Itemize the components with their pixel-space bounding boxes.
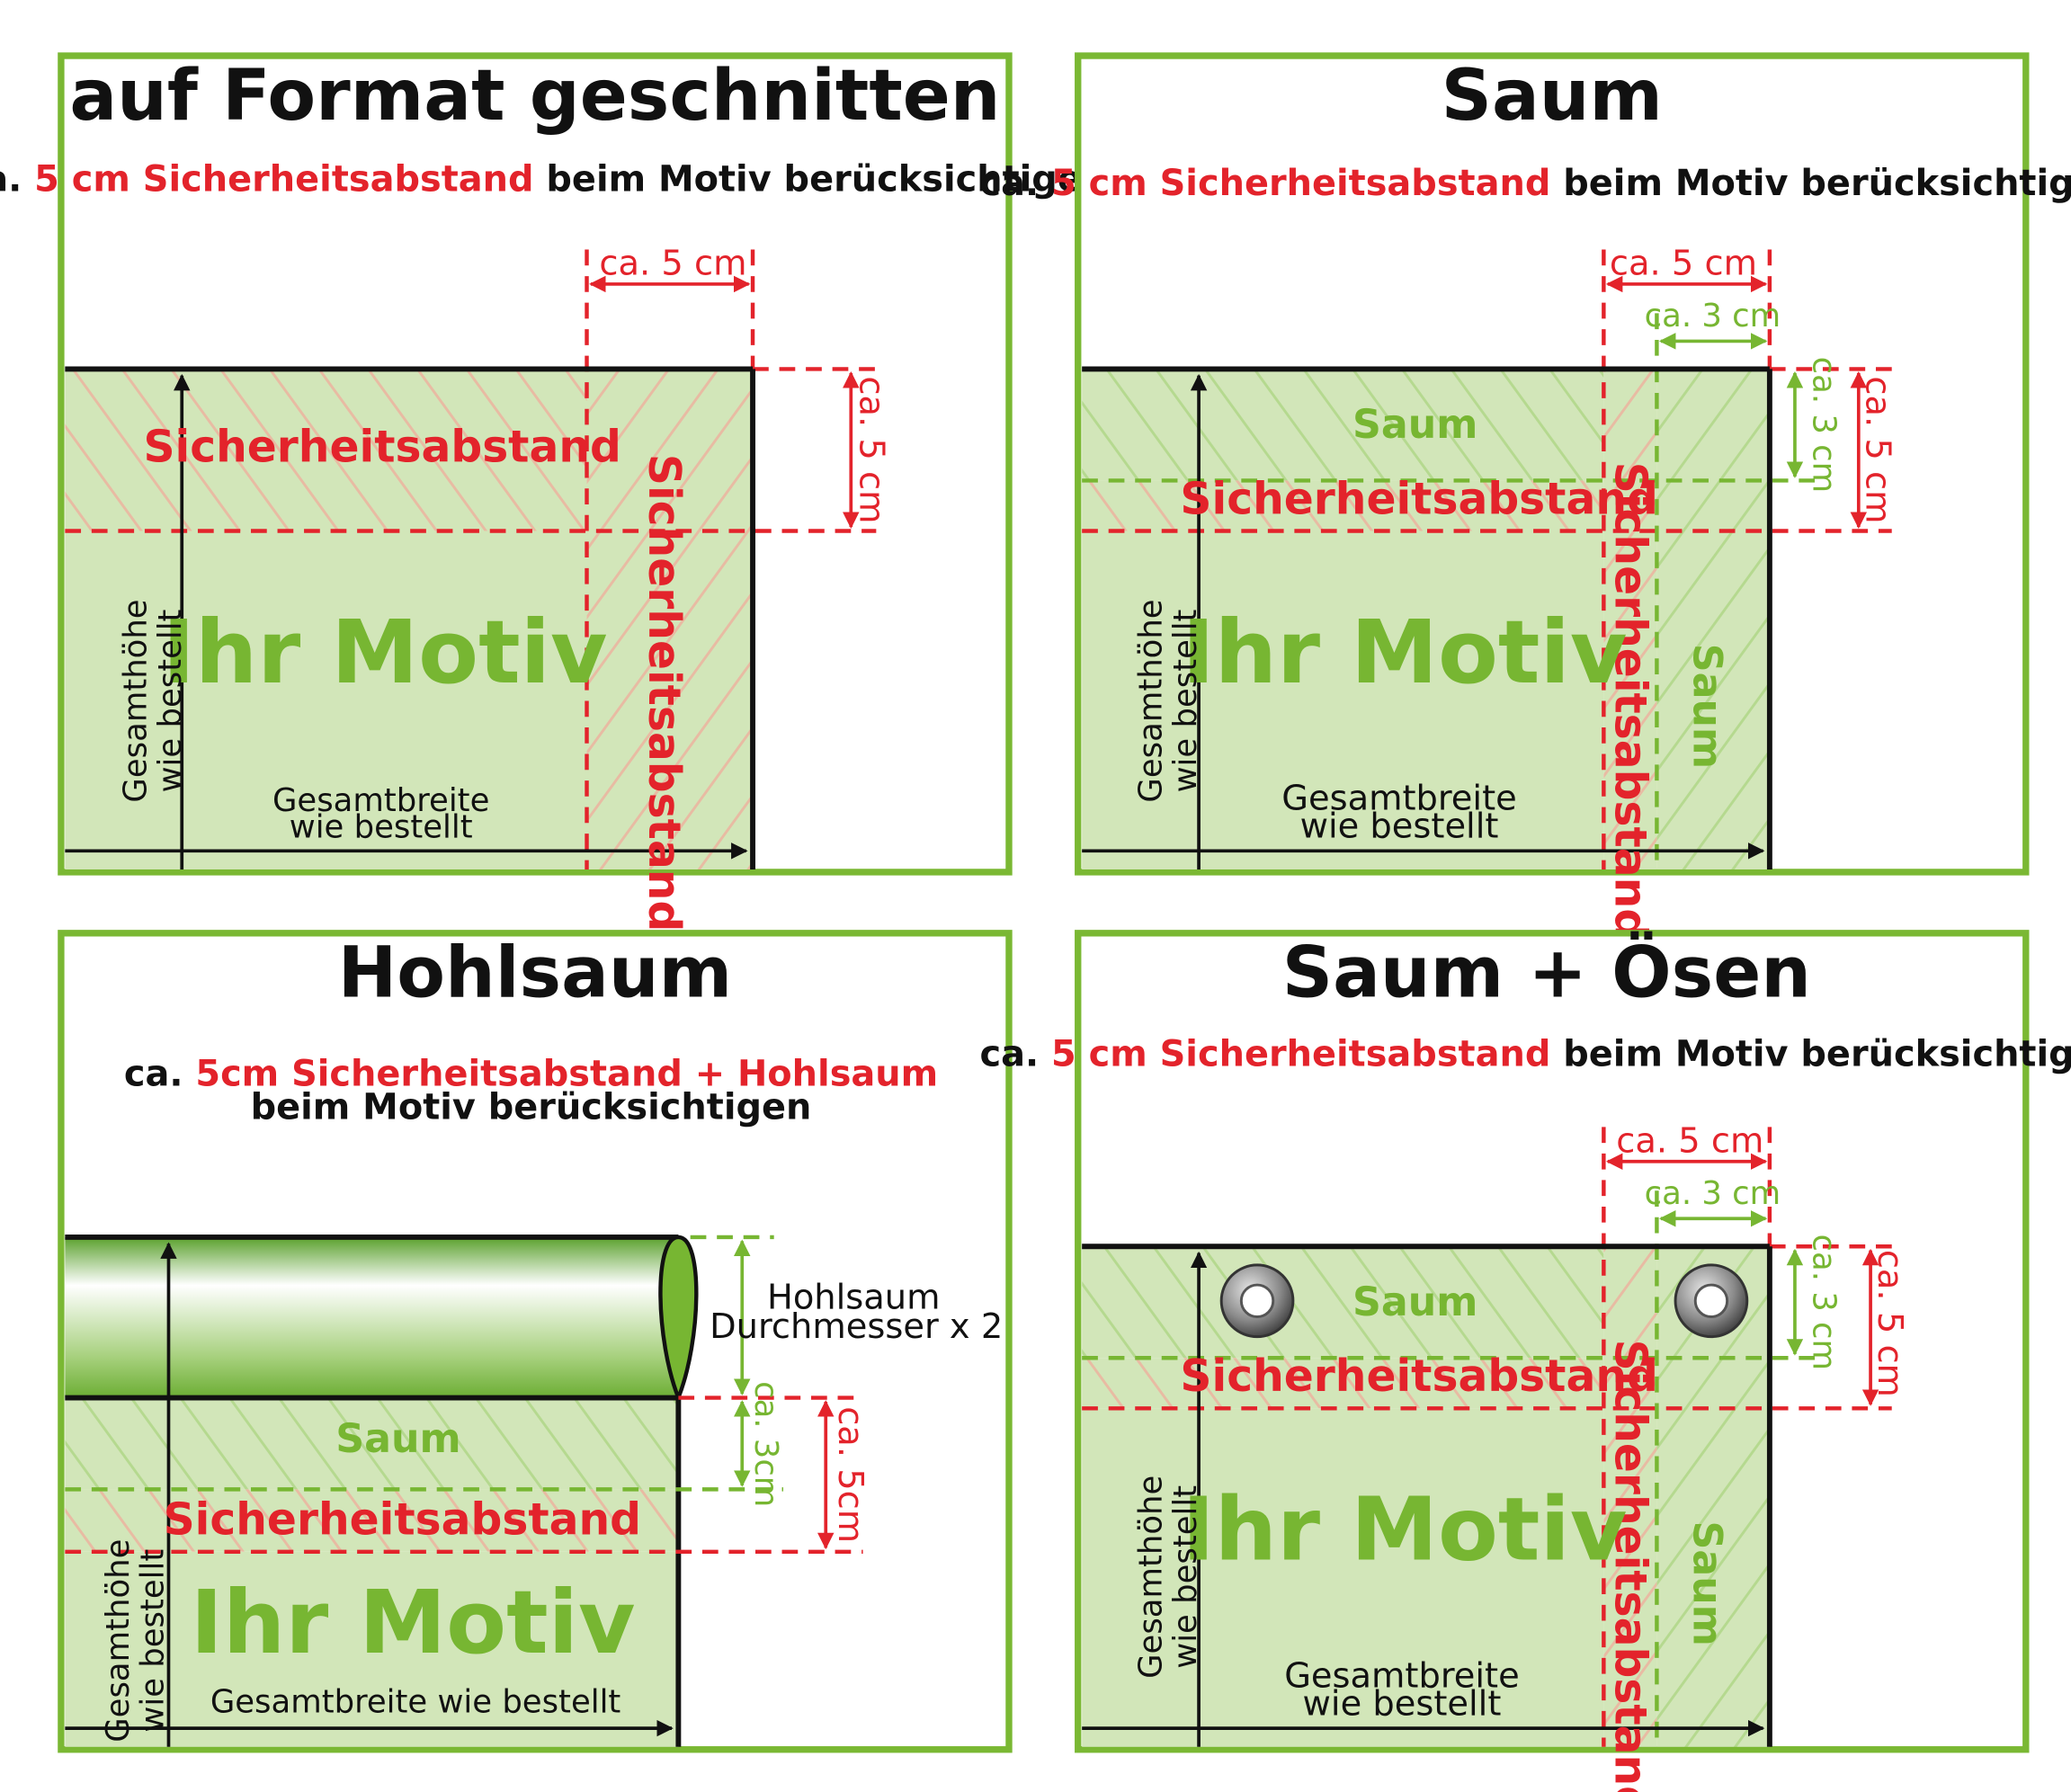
motif-area bbox=[1082, 530, 1604, 869]
grommet-icon bbox=[1219, 1263, 1295, 1339]
panel-title: Saum bbox=[1442, 55, 1663, 137]
safety-label-top: Sicherheitsabstand bbox=[143, 423, 620, 473]
safety-label-side: Sicherheitsabstand bbox=[638, 454, 689, 932]
dim-height-red-label: ca. 5 cm bbox=[1870, 1250, 1910, 1397]
safety-label-side: Sicherheitsabstand bbox=[1605, 1340, 1656, 1792]
panel-subtitle: ca. 5 cm Sicherheitsabstand beim Motiv b… bbox=[979, 1033, 2071, 1074]
panel-subtitle: ca. 5 cm Sicherheitsabstand beim Motiv b… bbox=[979, 163, 2071, 204]
height-label: Gesamthöhewie bestellt bbox=[100, 1539, 171, 1743]
panel-saum: Saum ca. 5 cm Sicherheitsabstand beim Mo… bbox=[979, 52, 2071, 940]
motif-label: Ihr Motiv bbox=[1182, 1479, 1627, 1581]
panel-subtitle-line2: beim Motiv berücksichtigen bbox=[251, 1087, 812, 1128]
height-label: Gesamthöhewie bestellt bbox=[1133, 1476, 1204, 1679]
dim-height-green-label: ca. 3 cm bbox=[1806, 357, 1843, 493]
safety-zone-side bbox=[1603, 1246, 1657, 1747]
hem-zone-top bbox=[1082, 369, 1604, 481]
panel-subtitle: ca. 5 cm Sicherheitsabstand beim Motiv b… bbox=[0, 159, 1107, 201]
motif-label: Ihr Motiv bbox=[163, 602, 608, 703]
hem-label-side: Saum bbox=[1684, 644, 1730, 769]
panel-title: Hohlsaum bbox=[338, 932, 732, 1014]
motif-label: Ihr Motiv bbox=[1182, 602, 1627, 703]
dim-height-red-label: ca. 5 cm bbox=[1858, 376, 1898, 523]
panel-title: Saum + Ösen bbox=[1282, 932, 1811, 1014]
dim-height-red-label: ca. 5cm bbox=[830, 1406, 870, 1543]
motif-area bbox=[65, 530, 587, 869]
dim-height-green-label: ca. 3 cm bbox=[1806, 1235, 1843, 1370]
dim-height-green-label: ca. 3cm bbox=[747, 1381, 784, 1507]
dim-height-label: ca. 5 cm bbox=[852, 376, 892, 523]
grommet-icon bbox=[1674, 1263, 1749, 1339]
panel-cut: auf Format geschnitten ca. 5 cm Sicherhe… bbox=[0, 52, 1107, 932]
dim-width-red-label: ca. 5 cm bbox=[1616, 1120, 1763, 1161]
hem-label: Saum bbox=[335, 1416, 460, 1462]
hem-label-top: Saum bbox=[1352, 1279, 1477, 1325]
safety-label-side: Sicherheitsabstand bbox=[1605, 462, 1656, 940]
safety-zone-top bbox=[1082, 1358, 1604, 1409]
height-label: Gesamthöhewie bestellt bbox=[117, 599, 188, 802]
hem-zone-top bbox=[1082, 1246, 1604, 1359]
panel-oesen: Saum + Ösen ca. 5 cm Sicherheitsabstand … bbox=[979, 930, 2071, 1792]
dim-width-green-label: ca. 3 cm bbox=[1645, 1175, 1781, 1212]
dim-width-green-label: ca. 3 cm bbox=[1645, 298, 1781, 334]
panel-subtitle: ca. 5cm Sicherheitsabstand + Hohlsaum bbox=[124, 1054, 938, 1095]
safety-zone-top bbox=[65, 369, 587, 531]
height-label: Gesamthöhewie bestellt bbox=[1133, 599, 1204, 802]
hem-label-side: Saum bbox=[1684, 1521, 1730, 1646]
panel-title: auf Format geschnitten bbox=[69, 55, 1000, 137]
safety-label: Sicherheitsabstand bbox=[164, 1495, 641, 1546]
hollow-hem-tube bbox=[65, 1236, 679, 1398]
hem-label-top: Saum bbox=[1352, 402, 1477, 448]
panel-hohlsaum: Hohlsaum ca. 5cm Sicherheitsabstand + Ho… bbox=[58, 930, 1013, 1753]
safety-label-top: Sicherheitsabstand bbox=[1180, 1351, 1657, 1402]
dim-width-red-label: ca. 5 cm bbox=[1610, 244, 1757, 284]
motif-area bbox=[1082, 1408, 1604, 1747]
safety-zone-side bbox=[586, 369, 754, 869]
dim-width-label: ca. 5 cm bbox=[599, 244, 746, 284]
hem-zone-side bbox=[1656, 369, 1770, 869]
safety-zone-top bbox=[1082, 480, 1604, 531]
safety-zone-side bbox=[1603, 369, 1657, 869]
motif-label: Ihr Motiv bbox=[191, 1572, 636, 1673]
safety-label-top: Sicherheitsabstand bbox=[1180, 474, 1657, 524]
width-label: Gesamtbreite wie bestellt bbox=[210, 1683, 621, 1720]
